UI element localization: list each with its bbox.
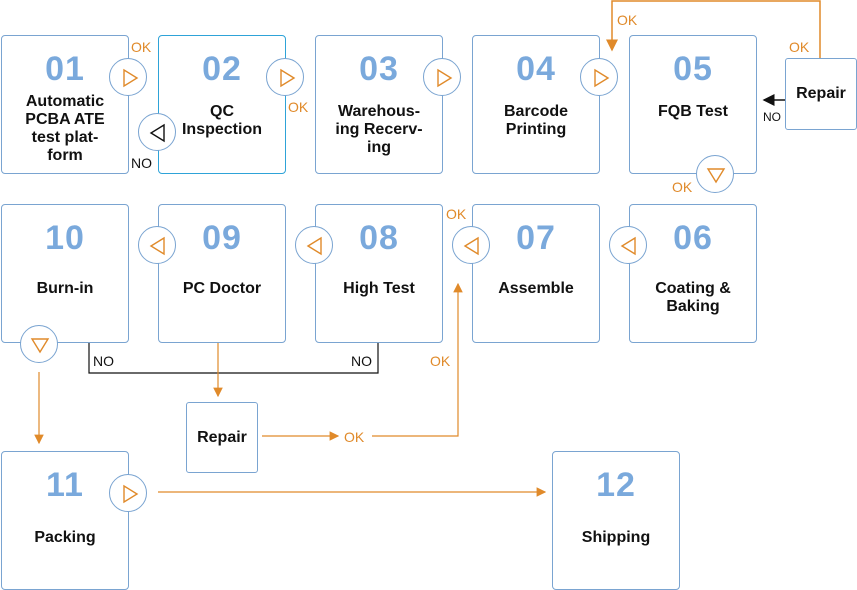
- triangle-right-icon: [423, 58, 461, 96]
- step-12: 12 Shipping: [552, 451, 680, 590]
- step-number: 03: [359, 50, 399, 88]
- step-07: 07 Assemble: [472, 204, 600, 343]
- triangle-left-icon: [138, 113, 176, 151]
- step-label: High Test: [343, 280, 415, 297]
- ok-label: OK: [617, 12, 638, 28]
- step-01: 01 Automatic PCBA ATE test plat- form: [1, 35, 129, 174]
- step-number: 01: [45, 50, 85, 88]
- ok-label: OK: [288, 99, 309, 115]
- triangle-right-icon: [109, 58, 147, 96]
- step-label: PC Doctor: [182, 280, 262, 297]
- ok-label: OK: [344, 429, 365, 445]
- triangle-right-icon: [109, 474, 147, 512]
- step-number: 05: [673, 50, 713, 88]
- step-number: 10: [45, 219, 85, 257]
- step-number: 02: [202, 50, 242, 88]
- step-label: Automatic PCBA ATE test plat- form: [25, 93, 105, 164]
- ok-label: OK: [131, 39, 152, 55]
- ok-label: OK: [672, 179, 693, 195]
- step-04: 04 Barcode Printing: [472, 35, 600, 174]
- triangle-left-icon: [609, 226, 647, 264]
- triangle-left-icon: [138, 226, 176, 264]
- no-label: NO: [93, 353, 114, 369]
- step-08: 08 High Test: [315, 204, 443, 343]
- step-02: 02 QC Inspection: [158, 35, 286, 174]
- repair-box-bottom: Repair: [186, 402, 258, 473]
- step-label: Coating & Baking: [655, 280, 731, 315]
- no-label: NO: [763, 110, 781, 124]
- step-number: 06: [673, 219, 713, 257]
- triangle-left-icon: [295, 226, 333, 264]
- step-label: FQB Test: [658, 103, 728, 120]
- no-bracket: [88, 342, 379, 374]
- step-number: 08: [359, 219, 399, 257]
- step-11: 11 Packing: [1, 451, 129, 590]
- triangle-right-icon: [266, 58, 304, 96]
- step-06: 06 Coating & Baking: [629, 204, 757, 343]
- step-03: 03 Warehous- ing Recerv- ing: [315, 35, 443, 174]
- step-label: Packing: [34, 529, 96, 546]
- triangle-left-icon: [452, 226, 490, 264]
- step-10: 10 Burn-in: [1, 204, 129, 343]
- step-number: 07: [516, 219, 556, 257]
- step-09: 09 PC Doctor: [158, 204, 286, 343]
- step-label: Warehous- ing Recerv- ing: [335, 103, 423, 156]
- step-label: Burn-in: [36, 280, 94, 297]
- ok-label: OK: [789, 39, 810, 55]
- step-label: Barcode Printing: [503, 103, 569, 138]
- no-label: NO: [131, 155, 152, 171]
- ok-label: OK: [446, 206, 467, 222]
- no-label: NO: [351, 353, 372, 369]
- step-05: 05 FQB Test: [629, 35, 757, 174]
- ok-label: OK: [430, 353, 451, 369]
- step-number: 04: [516, 50, 556, 88]
- ok-up-to-assemble: [372, 282, 463, 437]
- step-number: 09: [202, 219, 242, 257]
- step-number: 12: [596, 466, 636, 504]
- step-label: Assemble: [498, 280, 574, 297]
- repair-to-fqb-loop: [606, 0, 821, 58]
- triangle-down-icon: [20, 325, 58, 363]
- triangle-right-icon: [580, 58, 618, 96]
- repair-box-top: Repair: [785, 58, 857, 130]
- step-number: 11: [46, 466, 84, 504]
- triangle-down-icon: [696, 155, 734, 193]
- step-label: QC Inspection: [181, 103, 262, 138]
- step-label: Shipping: [581, 529, 651, 546]
